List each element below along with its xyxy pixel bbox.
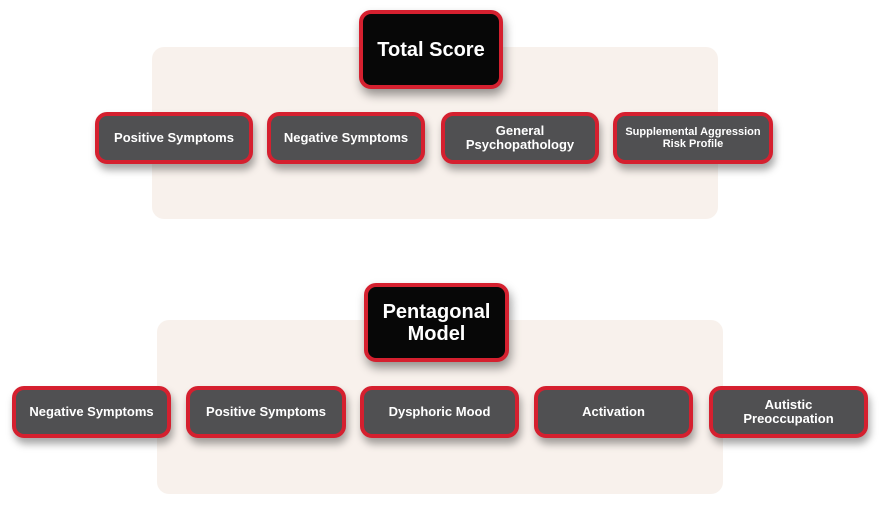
pentagonal-model-node: Pentagonal Model bbox=[364, 283, 509, 362]
negative-symptoms-node: Negative Symptoms bbox=[12, 386, 171, 438]
positive-symptoms-node: Positive Symptoms bbox=[186, 386, 346, 438]
autistic-preoccupation-node: Autistic Preoccupation bbox=[709, 386, 868, 438]
supplemental-aggression-node: Supplemental Aggression Risk Profile bbox=[613, 112, 773, 164]
activation-node: Activation bbox=[534, 386, 693, 438]
positive-symptoms-node: Positive Symptoms bbox=[95, 112, 253, 164]
dysphoric-mood-node: Dysphoric Mood bbox=[360, 386, 519, 438]
negative-symptoms-node: Negative Symptoms bbox=[267, 112, 425, 164]
general-psychopathology-node: General Psychopathology bbox=[441, 112, 599, 164]
total-score-node: Total Score bbox=[359, 10, 503, 89]
